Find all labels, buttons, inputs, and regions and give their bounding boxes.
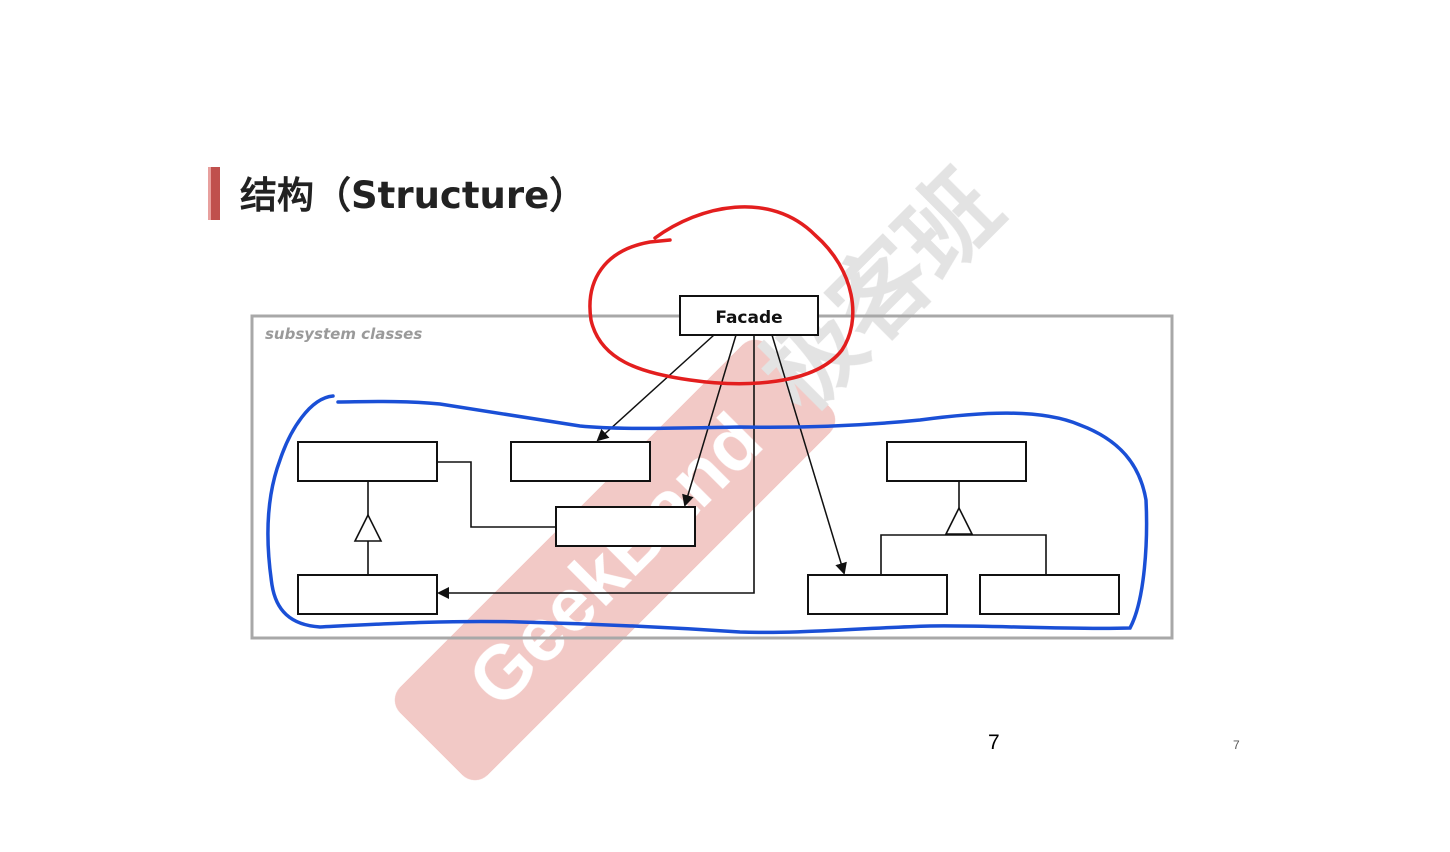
title-accent-bar bbox=[208, 167, 220, 220]
facade-arrow-to-top-center bbox=[596, 334, 715, 442]
watermark-brand-cn: 极客班 bbox=[740, 150, 1023, 433]
page-number: 7 bbox=[988, 731, 1000, 754]
association-line bbox=[437, 461, 556, 528]
class-box-top-right bbox=[886, 441, 1027, 482]
inheritance-triangle-left bbox=[353, 513, 383, 542]
subsystem-label: subsystem classes bbox=[265, 325, 422, 343]
facade-arrow-to-middle bbox=[682, 334, 737, 507]
class-box-top-center bbox=[510, 441, 651, 482]
class-box-bottom-right-a bbox=[807, 574, 948, 615]
footer-page-number: 7 bbox=[1233, 738, 1240, 752]
class-box-middle bbox=[555, 506, 696, 547]
facade-arrow-to-bottom-right bbox=[771, 334, 847, 575]
inheritance-branch-right bbox=[880, 534, 1047, 575]
class-box-bottom-left bbox=[297, 574, 438, 615]
class-box-bottom-right-b bbox=[979, 574, 1120, 615]
inheritance-triangle-right bbox=[944, 506, 974, 535]
facade-class-box bbox=[679, 295, 819, 336]
subsystem-highlight-loop bbox=[266, 394, 1149, 635]
watermark-band bbox=[394, 339, 836, 781]
slide-title: 结构（Structure） bbox=[240, 174, 587, 217]
facade-arrow-to-bottom-left bbox=[437, 335, 755, 599]
facade-label: Facade bbox=[715, 308, 782, 328]
class-box-top-left bbox=[297, 441, 438, 482]
facade-highlight-circle bbox=[588, 205, 855, 386]
